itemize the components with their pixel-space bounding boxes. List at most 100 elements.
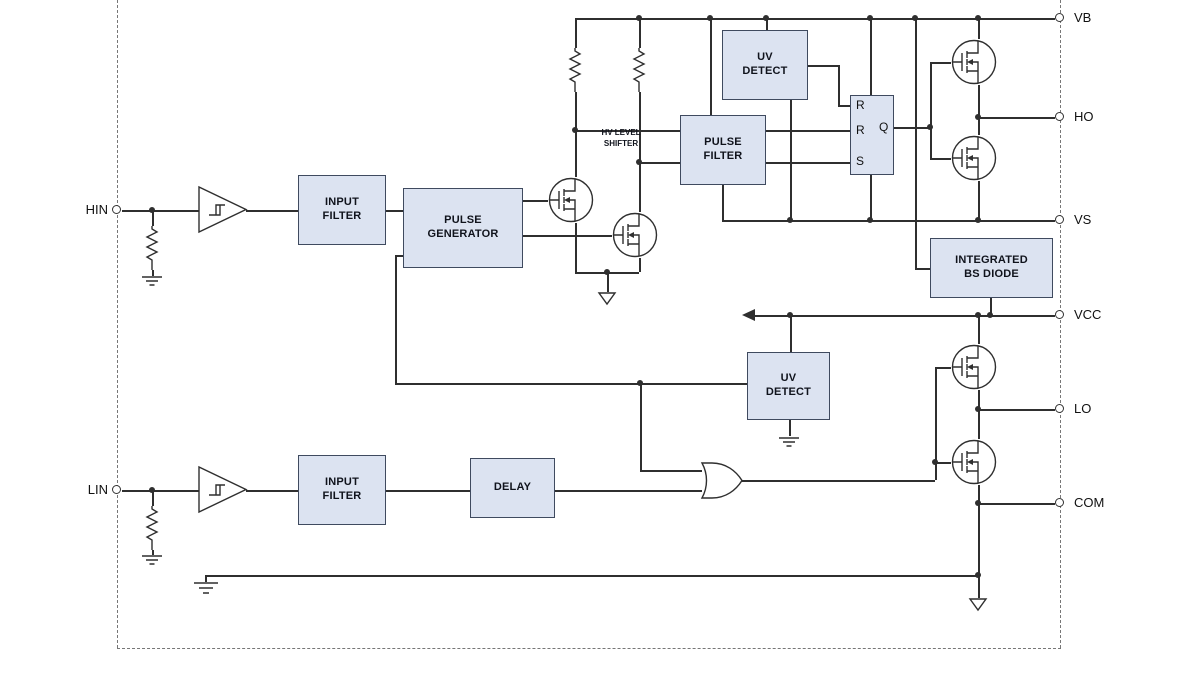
or-gate-icon <box>700 462 743 499</box>
wire <box>575 130 680 132</box>
mosfet-icon <box>612 212 658 258</box>
junction-dot <box>975 217 981 223</box>
wire <box>607 272 609 292</box>
wire <box>935 367 951 369</box>
block-label: UV DETECT <box>765 372 812 398</box>
wire <box>205 575 207 582</box>
wire <box>978 409 1055 411</box>
wire <box>894 127 930 129</box>
latch-input-r2: R <box>856 123 865 137</box>
wire <box>386 490 470 492</box>
wire <box>978 503 980 598</box>
junction-dot <box>912 15 918 21</box>
ground-triangle-icon <box>597 292 617 306</box>
junction-dot <box>975 15 981 21</box>
wire <box>808 65 838 67</box>
latch-block <box>850 95 894 175</box>
wire <box>978 485 980 503</box>
pin-com <box>1055 498 1064 507</box>
pin-label-vcc: VCC <box>1074 307 1102 322</box>
wire <box>978 390 980 439</box>
pin-label-lo: LO <box>1074 401 1092 416</box>
wire <box>722 185 724 220</box>
wire <box>978 85 980 135</box>
ground-icon <box>779 437 799 447</box>
wire <box>555 490 702 492</box>
pin-label-vb: VB <box>1074 10 1092 25</box>
resistor-icon <box>568 48 582 92</box>
block-label: INPUT FILTER <box>322 476 362 502</box>
junction-dot <box>975 406 981 412</box>
pin-lo <box>1055 404 1064 413</box>
junction-dot <box>637 380 643 386</box>
junction-dot <box>975 312 981 318</box>
junction-dot <box>707 15 713 21</box>
junction-dot <box>787 217 793 223</box>
block-integrated-bs-diode: INTEGRATED BS DIODE <box>930 238 1053 298</box>
junction-dot <box>149 207 155 213</box>
wire <box>978 503 1055 505</box>
resistor-icon <box>145 506 159 550</box>
wire <box>152 210 154 226</box>
pin-lin <box>112 485 121 494</box>
block-label: PULSE GENERATOR <box>427 214 499 240</box>
wire <box>395 255 397 383</box>
pin-label-hin: HIN <box>85 202 108 217</box>
pin-label-vs: VS <box>1074 212 1092 227</box>
block-label: UV DETECT <box>742 51 788 77</box>
wire <box>523 200 548 202</box>
wire <box>978 315 980 344</box>
wire <box>838 65 840 105</box>
pin-vcc <box>1055 310 1064 319</box>
wire <box>386 210 403 212</box>
junction-dot <box>787 312 793 318</box>
wire <box>152 270 154 276</box>
wire <box>766 130 850 132</box>
wire <box>246 210 298 212</box>
wire <box>122 490 200 492</box>
pin-vb <box>1055 13 1064 22</box>
junction-dot <box>572 127 578 133</box>
wire <box>978 181 980 220</box>
wire <box>978 117 1055 119</box>
wire <box>575 18 577 48</box>
wire <box>639 162 680 164</box>
block-input-filter-top: INPUT FILTER <box>298 175 386 245</box>
block-delay: DELAY <box>470 458 555 518</box>
wire <box>722 220 1055 222</box>
resistor-icon <box>145 226 159 270</box>
pin-vs <box>1055 215 1064 224</box>
block-uv-detect-top: UV DETECT <box>722 30 808 100</box>
wire <box>122 210 200 212</box>
wire <box>639 18 641 48</box>
block-label: DELAY <box>493 481 532 494</box>
wire <box>710 18 712 115</box>
wire <box>395 383 747 385</box>
latch-output-q: Q <box>879 120 889 134</box>
junction-dot <box>975 572 981 578</box>
wire <box>639 258 641 272</box>
wire <box>838 105 850 107</box>
wire <box>640 383 642 470</box>
wire <box>639 92 641 212</box>
wire <box>915 18 917 268</box>
wire <box>915 268 930 270</box>
schmitt-buffer-icon <box>198 465 248 514</box>
wire <box>978 18 980 39</box>
mosfet-icon <box>951 344 997 390</box>
resistor-icon <box>632 48 646 92</box>
latch-input-s: S <box>856 154 865 168</box>
junction-dot <box>867 15 873 21</box>
pin-ho <box>1055 112 1064 121</box>
vcc-arrow-icon <box>742 309 755 321</box>
wire <box>930 62 932 158</box>
junction-dot <box>987 312 993 318</box>
junction-dot <box>975 500 981 506</box>
ground-icon <box>142 555 162 565</box>
junction-dot <box>763 15 769 21</box>
wire <box>640 470 702 472</box>
ground-icon <box>142 276 162 286</box>
mosfet-icon <box>951 39 997 85</box>
block-label: INTEGRATED BS DIODE <box>955 254 1028 280</box>
